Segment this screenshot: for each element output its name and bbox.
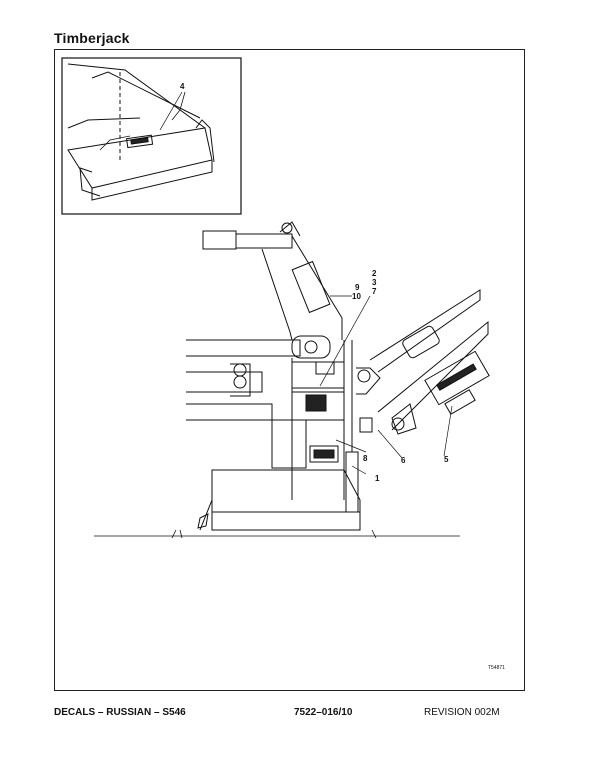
footer-revision: REVISION 002M (424, 707, 500, 718)
callout-6: 6 (401, 456, 406, 465)
brand-title: Timberjack (54, 30, 130, 46)
callout-10: 10 (352, 292, 361, 301)
main-drawing (94, 91, 490, 539)
callout-1: 1 (375, 474, 380, 483)
footer-part-number: 7522–016/10 (294, 707, 353, 718)
callout-3: 3 (372, 278, 377, 287)
inset-frame (61, 57, 242, 215)
figure-id: T54871 (488, 665, 505, 671)
callout-8: 8 (363, 454, 368, 463)
callout-7: 7 (372, 287, 377, 296)
callout-4: 4 (180, 82, 185, 91)
callout-2: 2 (372, 269, 377, 278)
callout-9: 9 (355, 283, 360, 292)
callout-5: 5 (444, 455, 449, 464)
figure-frame (54, 49, 525, 691)
footer-title: DECALS – RUSSIAN – S546 (54, 707, 186, 718)
inset-drawing (67, 63, 215, 201)
